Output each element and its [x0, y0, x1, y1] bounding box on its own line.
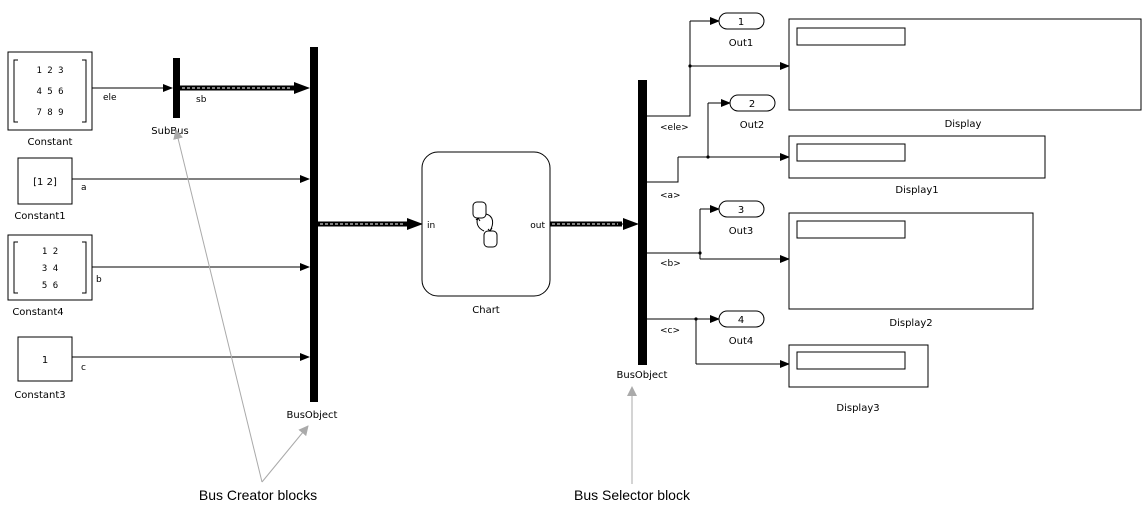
chart-out-port: out [530, 221, 545, 231]
signal-c-label: c [81, 363, 86, 373]
signal-ele-route [647, 17, 790, 117]
constant4-matrix-row-2: 3 4 [42, 264, 58, 274]
display3-block[interactable] [788, 344, 929, 388]
selector-out-a-label: <a> [660, 191, 681, 201]
constant-block[interactable]: 1 2 3 4 5 6 7 8 9 [7, 51, 93, 131]
out1-number: 1 [738, 17, 744, 28]
display1-block[interactable] [788, 135, 1046, 179]
chart-label: Chart [472, 305, 500, 316]
bus-creator-annotation: Bus Creator blocks [199, 487, 317, 503]
constant-matrix-row-1: 1 2 3 [36, 66, 63, 76]
subbus-label: SubBus [151, 126, 188, 137]
constant3-value: 1 [42, 355, 48, 366]
out2-number: 2 [749, 99, 755, 110]
signal-b-label: b [96, 275, 102, 285]
out2-label: Out2 [740, 120, 765, 131]
selector-out-ele-label: <ele> [660, 123, 689, 133]
bus-creator-annotation-arrows [173, 129, 309, 483]
constant-matrix-row-2: 4 5 6 [36, 87, 63, 97]
bus-creator-block[interactable] [310, 47, 318, 402]
constant4-block[interactable]: 1 2 3 4 5 6 [7, 234, 93, 301]
bus-selector-annotation: Bus Selector block [574, 487, 691, 503]
bus-selector-label: BusObject [617, 370, 668, 381]
constant1-block[interactable]: [1 2] [17, 157, 73, 205]
display2-label: Display2 [889, 318, 932, 329]
chart-block[interactable]: in out [421, 151, 551, 297]
constant4-matrix-row-3: 5 6 [42, 281, 58, 291]
constant4-label: Constant4 [12, 307, 63, 318]
out3-label: Out3 [729, 226, 754, 237]
out4-number: 4 [738, 315, 744, 326]
out3-port[interactable]: 3 [718, 200, 765, 218]
display-block[interactable] [788, 18, 1142, 111]
out3-number: 3 [738, 205, 744, 216]
chart-in-port: in [427, 221, 435, 231]
out1-port[interactable]: 1 [718, 12, 765, 30]
constant4-matrix-row-1: 1 2 [42, 247, 58, 257]
constant3-label: Constant3 [14, 390, 65, 401]
bus-creator-label: BusObject [287, 410, 338, 421]
display3-label: Display3 [836, 403, 879, 414]
signal-c-route [647, 315, 790, 368]
out4-port[interactable]: 4 [718, 310, 765, 328]
out1-label: Out1 [729, 38, 754, 49]
constant1-label: Constant1 [14, 211, 65, 222]
constant-label: Constant [28, 137, 73, 148]
selector-out-c-label: <c> [660, 326, 680, 336]
display1-label: Display1 [895, 185, 938, 196]
bus-selector-block[interactable] [638, 80, 647, 365]
signal-a-label: a [81, 183, 87, 193]
display-label: Display [945, 119, 982, 130]
signal-a-route [647, 99, 790, 183]
bus-sb-label: sb [196, 95, 207, 105]
subbus-creator-block[interactable] [173, 58, 180, 118]
selector-out-b-label: <b> [660, 259, 681, 269]
constant-matrix-row-3: 7 8 9 [36, 108, 63, 118]
out4-label: Out4 [729, 336, 754, 347]
constant1-value: [1 2] [33, 177, 57, 188]
stateflow-icon [472, 201, 498, 248]
signal-b-route [647, 205, 790, 263]
constant3-block[interactable]: 1 [17, 336, 73, 382]
display2-block[interactable] [788, 212, 1034, 310]
out2-port[interactable]: 2 [729, 94, 776, 112]
signal-ele-label: ele [103, 93, 117, 103]
